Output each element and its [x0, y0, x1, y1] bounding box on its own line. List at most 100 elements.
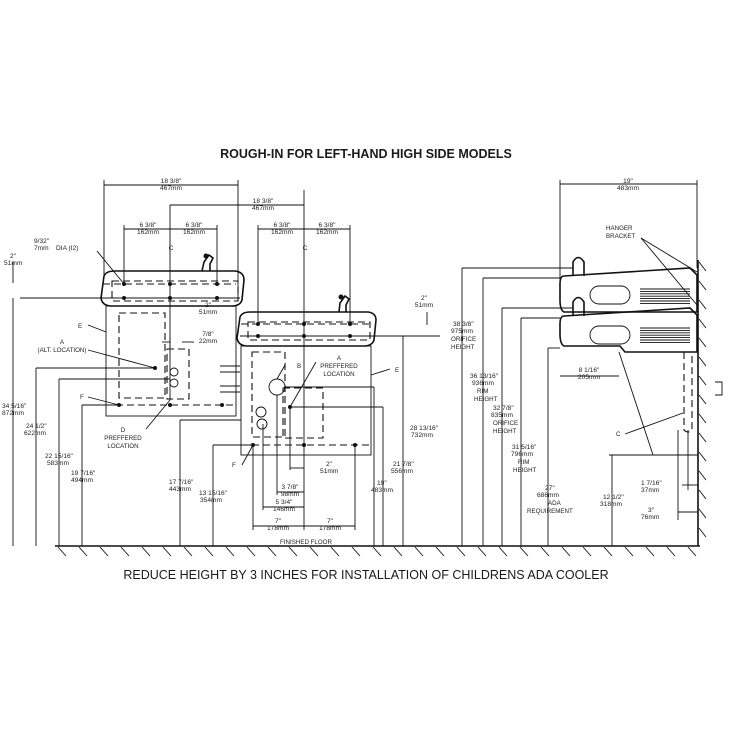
- floor-hatch: [225, 546, 235, 557]
- dim-rim-36-l2: HEIGHT: [474, 396, 498, 403]
- wall-hatch: [698, 299, 707, 310]
- dim-12-1-2: 12 1/2": [603, 494, 624, 501]
- floor-hatch: [183, 546, 193, 557]
- dim-orifice-38-l1: ORIFICE: [451, 336, 476, 343]
- dim-7-left: 7": [275, 518, 282, 525]
- dim-7-left-mm: 178mm: [267, 525, 289, 532]
- callout-a-pref-line2: LOCATION: [323, 371, 354, 378]
- dim-upper-width: 18 3/8": [161, 178, 182, 185]
- wall-hatch: [698, 470, 707, 481]
- floor-hatch: [309, 546, 319, 557]
- centerline-lower: C: [303, 245, 308, 252]
- floor-hatch: [162, 546, 172, 557]
- dim-height-622mm: 622mm: [24, 430, 46, 437]
- dim-height-872mm: 872mm: [2, 410, 24, 417]
- wall-hatch: [698, 527, 707, 538]
- dim-side-depth-mm: 483mm: [617, 185, 639, 192]
- wall-hatch: [698, 413, 707, 424]
- floor-hatch: [204, 546, 214, 557]
- dim-height-22-15-16: 22 15/16": [45, 453, 74, 460]
- floor-hatch: [414, 546, 424, 557]
- dim-height-24-1-2: 24 1/2": [26, 423, 47, 430]
- dim-projection-mm: 205mm: [578, 374, 600, 381]
- centerline-upper: C: [169, 245, 174, 252]
- dim-height-494mm: 494mm: [71, 477, 93, 484]
- dim-lower-half-right: 6 3/8": [318, 222, 336, 229]
- wall-hatch: [698, 337, 707, 348]
- floor-hatch: [540, 546, 550, 557]
- dim-orifice-975mm: 975mm: [451, 328, 473, 335]
- dim-rim-936mm: 936mm: [472, 380, 494, 387]
- wall-hatch: [698, 508, 707, 519]
- dim-hole-dia-count: DIA (I2): [56, 245, 78, 252]
- floor-hatch: [330, 546, 340, 557]
- callout-d-line1: PREFFERED: [104, 435, 142, 442]
- floor-hatch: [246, 546, 256, 557]
- dim-upper-half-right: 6 3/8": [185, 222, 203, 229]
- dim-height-28-13-16: 28 13/16": [410, 425, 439, 432]
- dim-height-583mm: 583mm: [47, 460, 69, 467]
- wall-hatch: [698, 318, 707, 329]
- dim-lower-width: 18 3/8": [253, 198, 274, 205]
- callout-a-pref-line1: PREFFERED: [320, 363, 358, 370]
- dim-orifice-835mm: 835mm: [491, 412, 513, 419]
- floor-hatch: [393, 546, 403, 557]
- callout-e-right: E: [395, 367, 399, 374]
- floor-hatch: [603, 546, 613, 557]
- dim-orifice-38-l2: HEIGHT: [451, 344, 475, 351]
- dim-lower-half-left-mm: 162mm: [271, 229, 293, 236]
- callout-d: D: [121, 427, 126, 434]
- dim-upper-half-left-mm: 162mm: [137, 229, 159, 236]
- dim-lower-top-offset: 2": [421, 295, 428, 302]
- callout-a-alt: A: [60, 339, 65, 346]
- front-view-labels: 18 3/8" 467mm 18 3/8" 467mm 6 3/8" 162mm…: [2, 178, 439, 546]
- callout-a-alt-note: (ALT. LOCATION): [38, 347, 87, 354]
- upper-unit-front: [20, 205, 245, 417]
- side-view: [461, 180, 723, 546]
- floor-hatch: [99, 546, 109, 557]
- callout-f-left: F: [80, 394, 84, 401]
- dim-3-7-8-mm: 98mm: [281, 491, 300, 498]
- side-view-labels: 19" 483mm HANGER BRACKET 38 3/8" 975mm O…: [451, 178, 662, 521]
- dim-side-depth: 19": [623, 178, 633, 185]
- dim-height-483mm: 483mm: [371, 487, 393, 494]
- wall-hatch: [698, 432, 707, 443]
- dim-hole-dia-mm: 7mm: [34, 245, 49, 252]
- dim-upper-half-left: 6 3/8": [139, 222, 157, 229]
- floor-hatch: [141, 546, 151, 557]
- floor-hatch: [57, 546, 67, 557]
- floor-hatch: [288, 546, 298, 557]
- wall-hatch: [698, 394, 707, 405]
- wall-hatch: [698, 375, 707, 386]
- dim-5-3-4-mm: 146mm: [273, 506, 295, 513]
- dim-offset-2-mm: 51mm: [199, 309, 218, 316]
- front-dimension-lines: [12, 180, 428, 546]
- dim-rim-796mm: 796mm: [511, 451, 533, 458]
- dim-318mm: 318mm: [600, 501, 622, 508]
- hanger-bracket-label-2: BRACKET: [606, 233, 635, 240]
- footer-note: REDUCE HEIGHT BY 3 INCHES FOR INSTALLATI…: [123, 568, 609, 582]
- dim-height-556mm: 556mm: [391, 468, 413, 475]
- dim-height-34-5-16: 34 5/16": [2, 403, 27, 410]
- wall-hatch: [698, 280, 707, 291]
- dim-ada-l1: ADA: [548, 500, 562, 507]
- dim-3-7-8: 3 7/8": [281, 484, 299, 491]
- callout-f-right: F: [232, 462, 236, 469]
- dim-orifice-32-l2: HEIGHT: [493, 428, 517, 435]
- dim-5-3-4: 5 3/4": [275, 499, 293, 506]
- dim-upper-width-mm: 467mm: [160, 185, 182, 192]
- dim-orifice-32: 32 7/8": [493, 405, 514, 412]
- wall-hatch: [698, 356, 707, 367]
- dim-ada-l2: REQUIREMENT: [527, 508, 573, 515]
- callout-d-line2: LOCATION: [107, 443, 138, 450]
- callout-c: C: [616, 431, 621, 438]
- dim-rim-31-l2: HEIGHT: [513, 467, 537, 474]
- dim-rim-31: 31 5/16": [512, 444, 537, 451]
- lower-unit-front: [220, 190, 440, 530]
- callout-b: B: [297, 363, 301, 370]
- dim-3in: 3": [648, 507, 655, 514]
- hanger-bracket-label-1: HANGER: [606, 225, 633, 232]
- dim-projection: 8 1/16": [579, 367, 600, 374]
- floor-hatch: [687, 546, 697, 557]
